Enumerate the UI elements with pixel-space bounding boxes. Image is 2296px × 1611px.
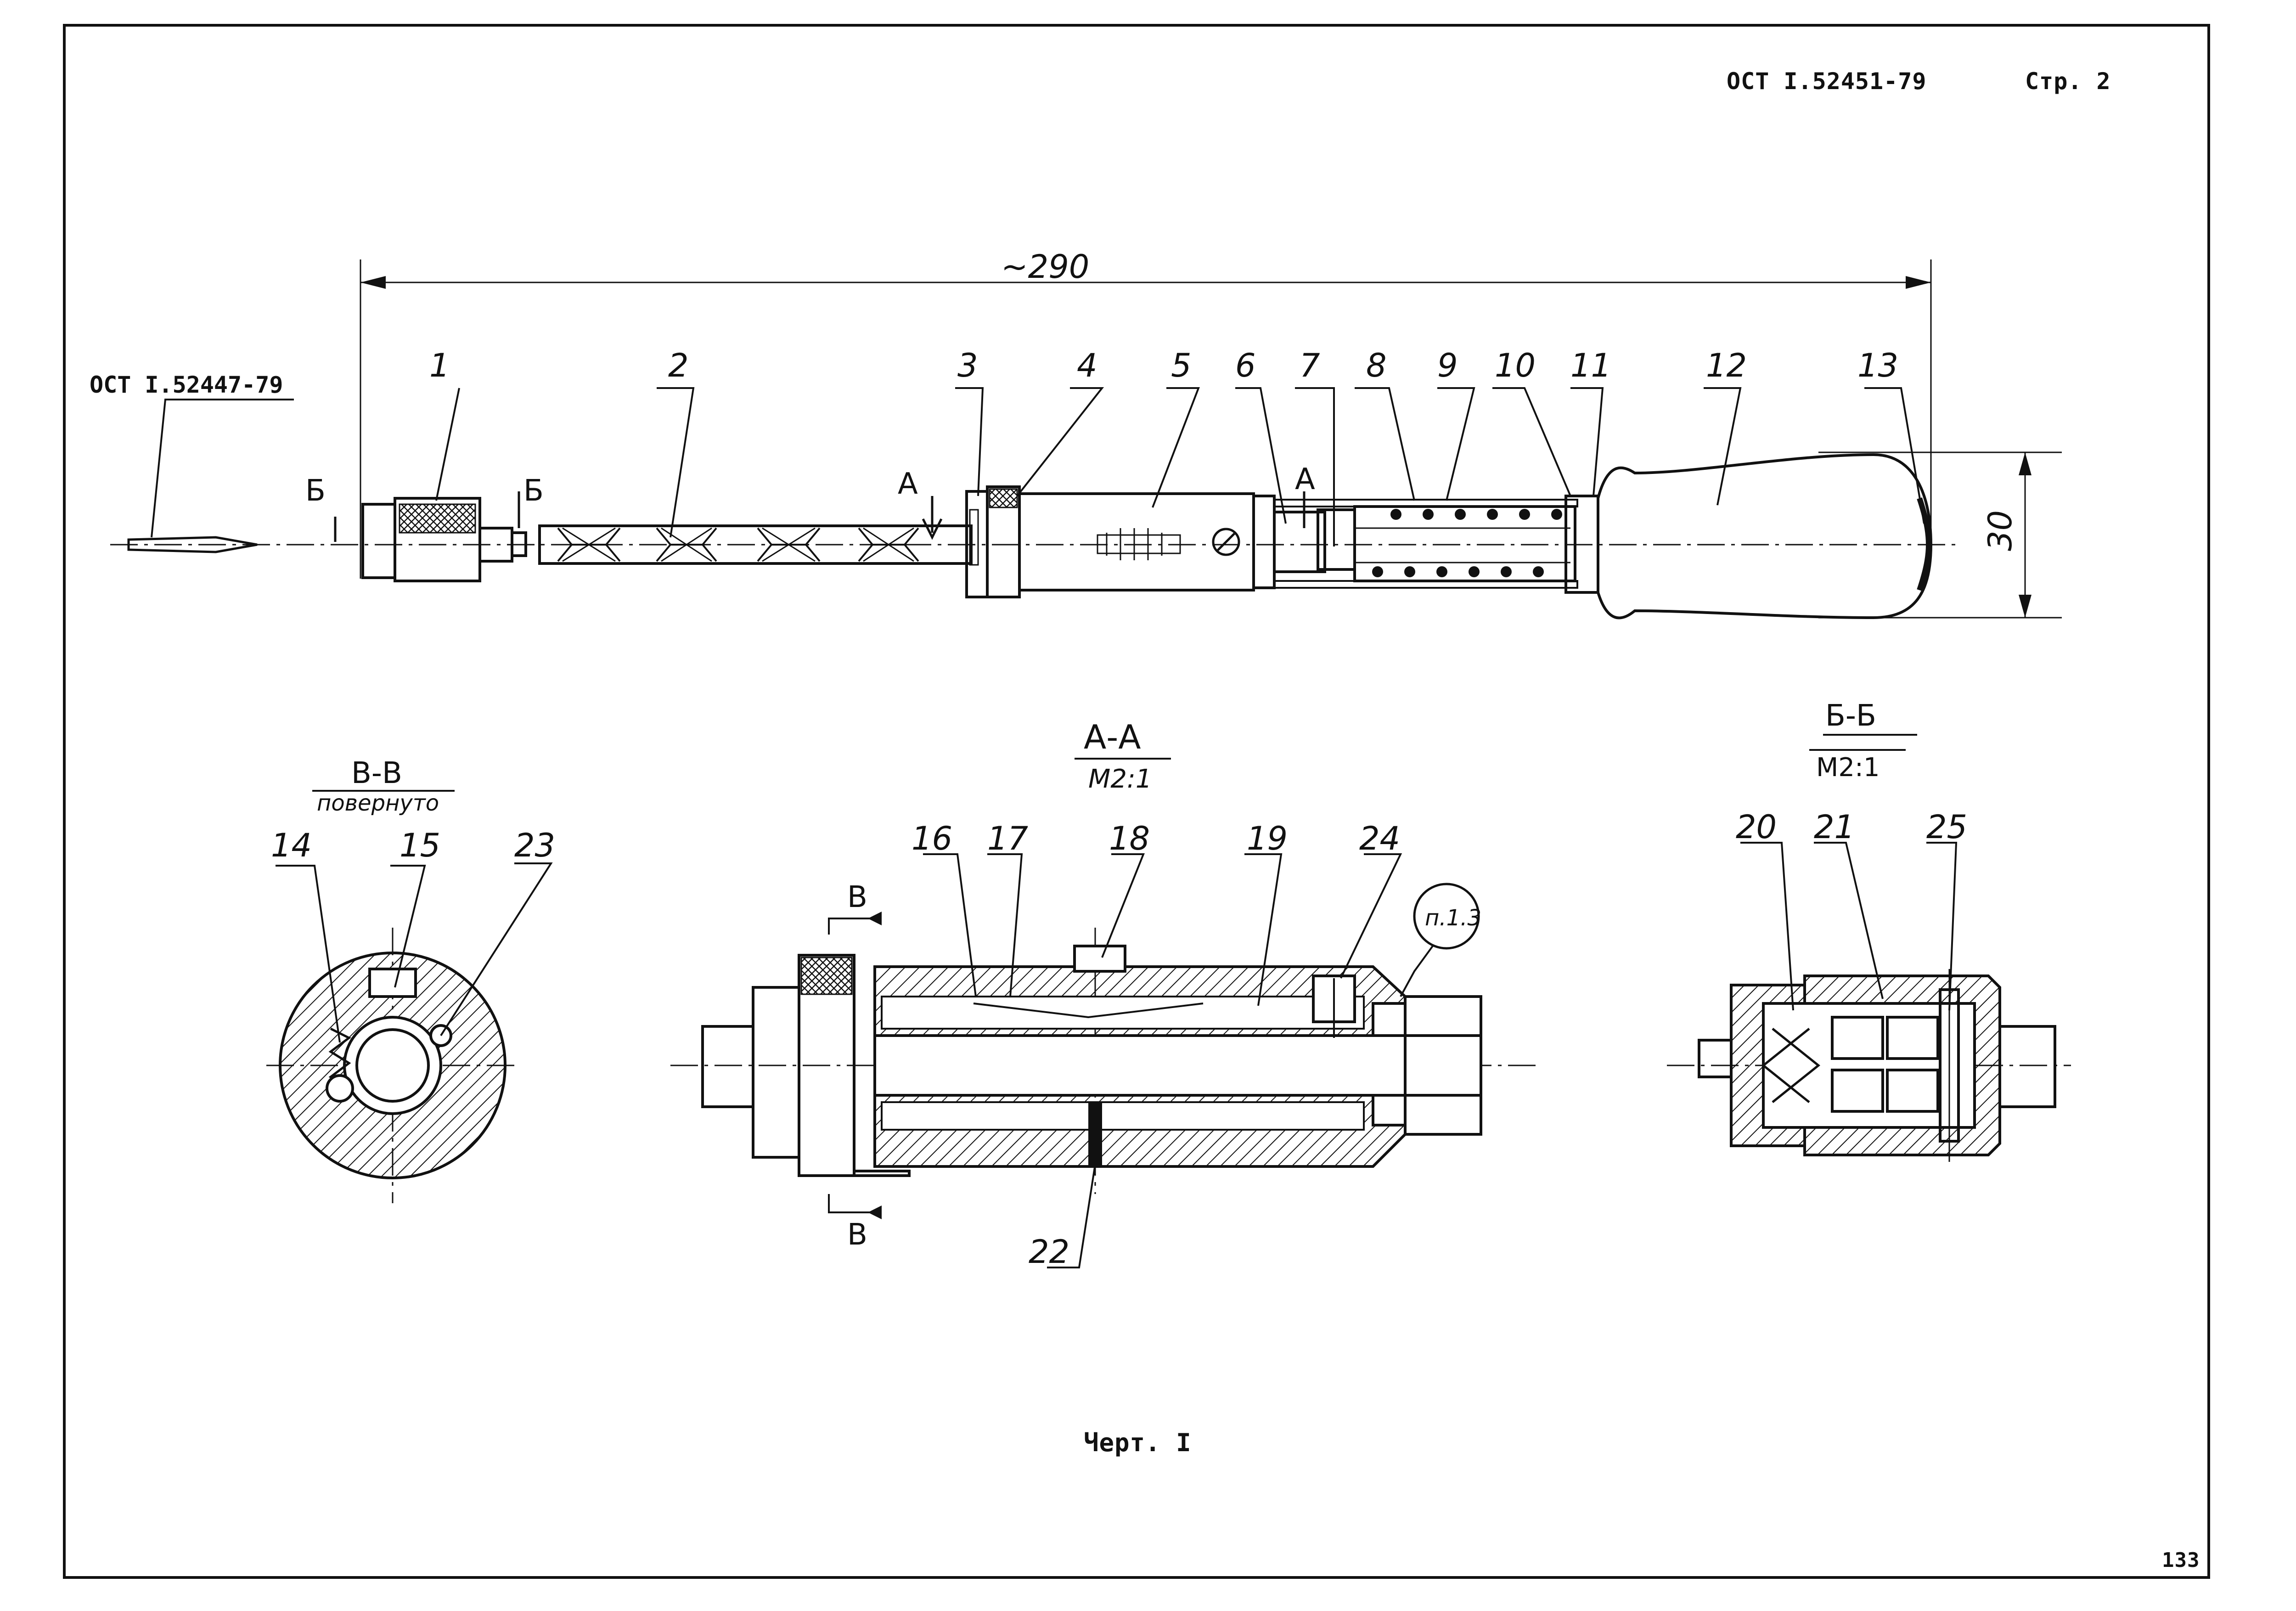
length-dimension: ~290 bbox=[1001, 248, 1089, 286]
part-9: 9 bbox=[1437, 347, 1458, 384]
part-number-labels: 1 2 3 4 5 6 7 8 9 10 11 12 13 14 15 16 1… bbox=[271, 347, 1967, 1271]
height-dimension: 30 bbox=[1981, 510, 2019, 551]
part-1: 1 bbox=[429, 347, 450, 384]
part-16: 16 bbox=[912, 820, 952, 857]
cut-mark-b-left: Б bbox=[305, 474, 326, 508]
part-10: 10 bbox=[1495, 347, 1536, 384]
section-vv-view bbox=[266, 862, 553, 1203]
section-vv-subtitle: повернуто bbox=[317, 790, 439, 816]
section-aa-scale: М2:1 bbox=[1088, 764, 1152, 794]
document-standard-number: ОСТ I.52451-79 bbox=[1727, 68, 1927, 95]
part-20: 20 bbox=[1736, 808, 1777, 846]
part-25: 25 bbox=[1926, 808, 1967, 846]
cut-mark-v-top: В bbox=[847, 880, 867, 914]
section-vv-title: В-В bbox=[351, 756, 402, 790]
part-5: 5 bbox=[1171, 347, 1192, 384]
reference-standard: ОСТ I.52447-79 bbox=[90, 372, 283, 398]
part-6: 6 bbox=[1235, 347, 1256, 384]
dimension-labels: ~290 30 ОСТ I.52447-79 bbox=[90, 248, 2019, 551]
part-13: 13 bbox=[1857, 347, 1898, 384]
part-23: 23 bbox=[514, 827, 555, 864]
cut-mark-v-bottom: В bbox=[847, 1218, 867, 1252]
part-22: 22 bbox=[1029, 1233, 1069, 1271]
section-aa-view bbox=[670, 853, 1538, 1268]
leader-lines bbox=[151, 387, 1925, 546]
cut-mark-a-right: А bbox=[1295, 462, 1315, 496]
cut-mark-a-left: А bbox=[898, 467, 918, 501]
part-2: 2 bbox=[668, 347, 689, 384]
part-11: 11 bbox=[1570, 347, 1611, 384]
part-17: 17 bbox=[987, 820, 1028, 857]
part-14: 14 bbox=[271, 827, 312, 864]
page-label: Стр. 2 bbox=[2025, 68, 2111, 95]
cut-plane-markers: Б Б А А В В bbox=[305, 462, 1315, 1252]
part-4: 4 bbox=[1077, 347, 1097, 384]
cut-mark-b-right: Б bbox=[523, 474, 544, 508]
section-bb-scale: М2:1 bbox=[1816, 753, 1880, 783]
part-3: 3 bbox=[957, 347, 978, 384]
part-15: 15 bbox=[400, 827, 440, 864]
main-view bbox=[110, 259, 2062, 620]
part-21: 21 bbox=[1814, 808, 1855, 846]
part-18: 18 bbox=[1109, 820, 1150, 857]
sheet-page-number: 133 bbox=[2162, 1549, 2200, 1572]
sheet-frame bbox=[63, 24, 2210, 1579]
part-19: 19 bbox=[1247, 820, 1288, 857]
figure-caption: Черт. I bbox=[1084, 1428, 1192, 1457]
section-bb-title: Б-Б bbox=[1825, 699, 1876, 733]
part-7: 7 bbox=[1300, 347, 1320, 384]
section-bb-view bbox=[1667, 842, 2071, 1162]
part-12: 12 bbox=[1706, 347, 1747, 384]
note-reference: п.1.3 bbox=[1425, 905, 1481, 931]
part-8: 8 bbox=[1366, 347, 1387, 384]
section-titles: В-В повернуто А-А М2:1 Б-Б М2:1 bbox=[317, 699, 1880, 816]
part-24: 24 bbox=[1359, 820, 1400, 857]
section-aa-title: А-А bbox=[1084, 718, 1141, 756]
